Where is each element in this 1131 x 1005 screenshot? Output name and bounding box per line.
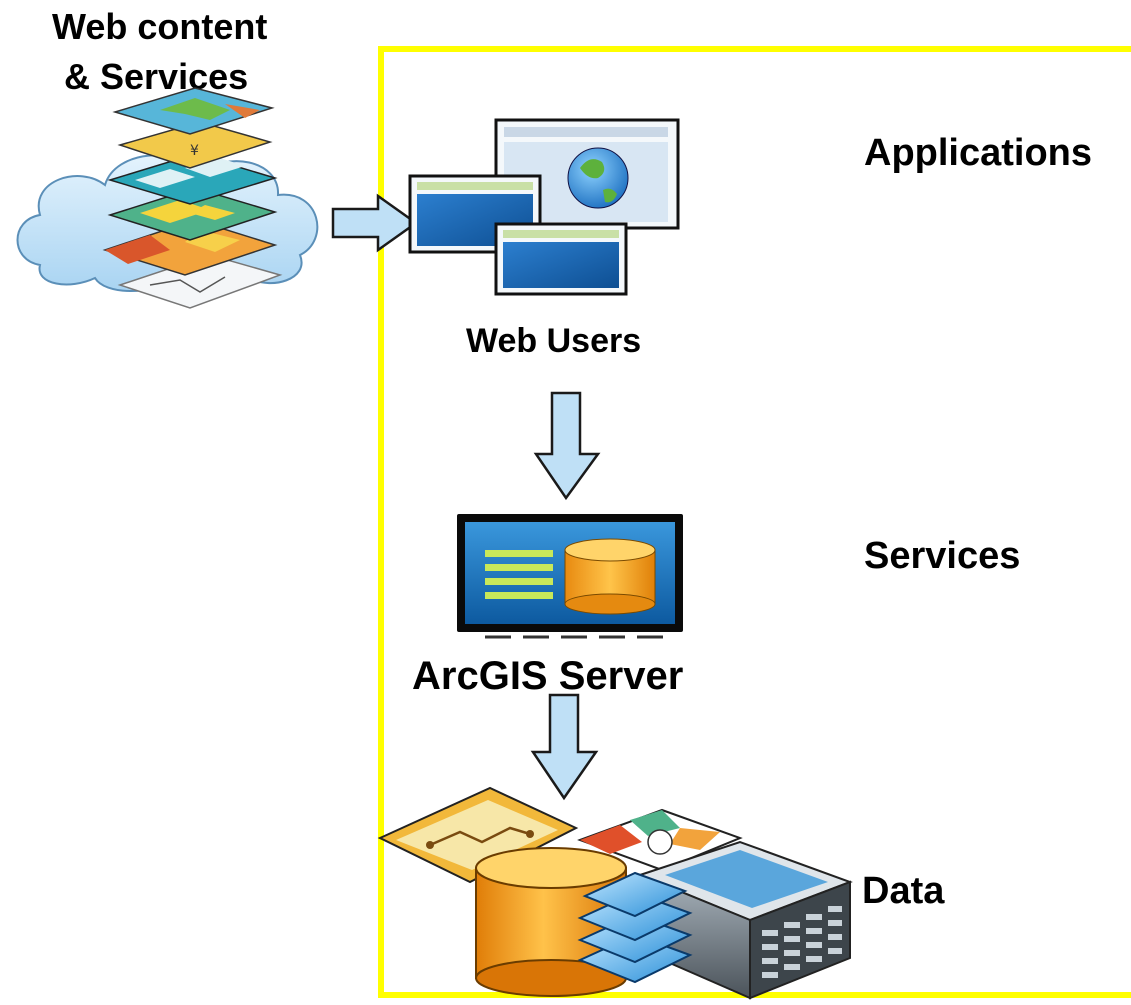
flow-arrow-down-2 (530, 693, 599, 801)
web-users-label: Web Users (466, 322, 642, 360)
layer-label-services: Services (864, 535, 1021, 577)
data-sources-icon (377, 786, 853, 1000)
arcgis-server-icon (457, 514, 683, 639)
layer-label-applications: Applications (864, 132, 1093, 174)
cloud-title-line1: Web content (52, 6, 268, 47)
web-app-windows-icon (408, 118, 680, 296)
flow-arrow-right (331, 193, 419, 253)
cloud-title-line2: & Services (64, 56, 249, 97)
arcgis-server-label: ArcGIS Server (412, 654, 684, 698)
layer-label-data: Data (862, 870, 945, 912)
svg-text:¥: ¥ (190, 143, 199, 159)
cloud-map-layers-icon: ¥ (16, 87, 319, 309)
flow-arrow-down-1 (533, 391, 601, 501)
